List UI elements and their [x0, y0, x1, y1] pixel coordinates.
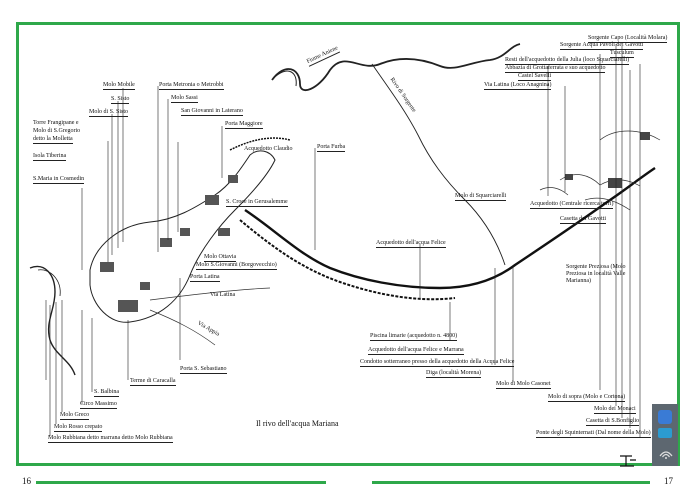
label-s-giovanni-laterano: San Giovanni in Laterano [181, 108, 243, 116]
page-number-right: 17 [664, 476, 673, 486]
label-acquedotto-felice: Acquedotto dell'acqua Felice [376, 240, 446, 248]
label-torre-frangipane: Torre Frangipane e [33, 120, 79, 126]
rivo-sorgente-line [371, 63, 506, 266]
label-porta-s-sebastiano: Porta S. Sebastiano [180, 366, 227, 374]
label-porta-metronia: Porta Metronia o Metrobbi [159, 82, 224, 90]
aqueduct-claudio [229, 137, 291, 151]
label-condotto: Condotto sotterraneo presso della acqued… [360, 359, 515, 367]
label-molo-sisto: Molo di S. Sisto [89, 109, 129, 117]
label-resti-acquedotto: Resti dell'acquedotto della Julia (loco … [505, 57, 630, 65]
label-abbazia: Abbazia di Grottaferrata e suo acquedott… [505, 65, 606, 73]
label-molo-ottavia: Molo Ottavia [204, 254, 237, 262]
map-frame [16, 22, 680, 466]
label-molo-sassi: Molo Sassi [171, 95, 198, 103]
page-rule-right [372, 481, 650, 484]
label-molo-gregorio: Molo di S.Gregorio [33, 128, 81, 134]
label-s-croce: S. Croce in Gerusalemme [226, 199, 288, 207]
aniene-river [271, 43, 521, 92]
publisher-logo [620, 455, 636, 467]
label-molo-greco: Molo Greco [60, 412, 90, 420]
side-panel-app-icon[interactable] [658, 410, 672, 424]
label-s-maria-cosmedin: S.Maria in Cosmedin [33, 176, 85, 184]
label-acquedotto-felice2: Acquedotto dell'acqua Felice e Marrana [368, 347, 464, 355]
label-ponte-squinternati: Ponte degli Squinternati (Dal nome della… [536, 430, 651, 438]
label-molo-squarciarelli: Molo di Squarciarelli [455, 193, 507, 201]
label-molo-s-giovanni: Molo S.Giovanni (Borgovecchio) [196, 262, 277, 270]
side-panel-badge-icon[interactable] [658, 428, 672, 438]
label-molo-rosso: Molo Rosso crepato [54, 424, 103, 432]
label-sorgente-preziosa: Sorgente Preziosa (Molo Preziosa in loca… [566, 264, 626, 284]
label-casetta-s-bonfiglio: Casetta di S.Bonfiglio [586, 418, 640, 426]
label-acquedotto-claudio: Acquedotto Claudio [244, 146, 293, 152]
label-sorgente-capo: Sorgente Capo (Località Molara) [588, 35, 668, 43]
town-markers [565, 132, 650, 188]
label-s-sisto: S. Sisto [111, 96, 130, 104]
label-detto-molletta: detto la Molletta [33, 136, 73, 144]
label-isola-tiberina: Isola Tiberina [33, 153, 67, 161]
label-casetta-gavotti: Casetta dei Gavotti [560, 216, 606, 224]
label-diga: Diga (località Morena) [426, 370, 481, 378]
via-appia-road [149, 309, 216, 346]
label-s-balbina: S. Balbina [94, 389, 119, 397]
label-molo-giovanni: Molo di Molo Casonet [496, 381, 551, 389]
signal-icon [659, 451, 673, 459]
label-molo-mobile: Molo Mobile [103, 82, 135, 90]
label-porta-furba: Porta Furba [317, 144, 346, 152]
leader-lines [45, 44, 641, 438]
page-rule-left [36, 481, 326, 484]
map-title: Il rivo dell'acqua Mariana [256, 419, 339, 428]
label-porta-maggiore: Porta Maggiore [225, 121, 263, 129]
label-piscina-limarie: Piscina limarie (acquedotto n. 4800) [370, 333, 458, 341]
aqueduct-felice [239, 219, 456, 301]
label-molo-monaci: Molo dei Monaci [594, 406, 636, 414]
label-acquedotto-centrali: Acquedotto (Centrale ricerca torri) [530, 201, 614, 209]
label-circo-massimo: Circo Massimo [80, 401, 117, 409]
side-panel[interactable] [652, 404, 678, 466]
page-number-left: 16 [22, 476, 31, 486]
label-molo-rubbiana: Molo Rubbiana detto marrana detto Molo R… [48, 435, 173, 443]
label-terme-caracalla: Terme di Caracalla [130, 378, 176, 386]
city-walls [89, 150, 276, 323]
label-porta-latina: Porta Latina [190, 274, 220, 282]
label-molo-sopra: Molo di sopra (Molo e Cortona) [548, 394, 626, 402]
label-sorgente-acqua: Sorgente Acqua Pavoli dei Gavotti [560, 42, 644, 50]
label-castel-savelli: Castel Savelli [518, 73, 552, 81]
label-via-latina: Via Latina [210, 292, 236, 298]
tiber-river [29, 265, 76, 376]
city-buildings [100, 175, 238, 312]
label-via-latina2: Via Latina (Loco Anagnina) [484, 82, 552, 90]
label-tusculum: Tusculum [610, 50, 634, 58]
via-latina-road [149, 287, 271, 301]
